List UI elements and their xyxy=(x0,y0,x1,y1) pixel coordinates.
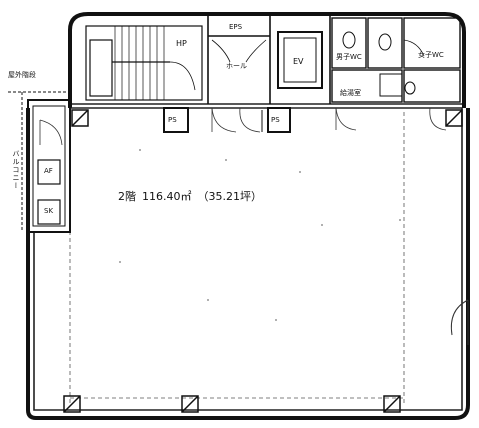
hall-label: ホール xyxy=(226,62,247,70)
area-tsubo: （35.21坪） xyxy=(197,190,263,203)
left-box2-label: SK xyxy=(44,207,54,215)
inner-wall xyxy=(33,103,463,411)
ps-left-label: PS xyxy=(168,116,177,124)
outer-wall xyxy=(26,12,470,420)
toilet-block xyxy=(331,17,461,103)
stair-label: HP xyxy=(176,39,187,48)
right-door xyxy=(450,299,469,345)
left-top-label: 屋外階段 xyxy=(8,71,36,79)
core-block xyxy=(207,14,331,104)
columns xyxy=(63,109,463,413)
floor-area-label: 2階 116.40㎡ （35.21坪） xyxy=(118,188,262,204)
beam-lines xyxy=(69,112,405,405)
ev-label: EV xyxy=(293,57,304,66)
floor-name: 2階 xyxy=(118,190,136,203)
eps-label: EPS xyxy=(229,23,243,31)
ps-boxes xyxy=(163,107,291,133)
ps-right-label: PS xyxy=(271,116,280,124)
left-box1-label: AF xyxy=(44,167,53,175)
stairwell xyxy=(85,25,203,101)
corridor-doors xyxy=(211,107,447,133)
area-sqm: 116.40㎡ xyxy=(142,190,192,203)
kitchen-label: 給湯室 xyxy=(340,89,361,97)
wwc-label: 女子WC xyxy=(418,51,444,59)
left-annex xyxy=(8,91,71,233)
left-side-label: バルコニー xyxy=(12,150,20,190)
mwc-label: 男子WC xyxy=(336,53,362,61)
left-annex-doors xyxy=(39,119,63,146)
scan-specks xyxy=(119,149,401,321)
